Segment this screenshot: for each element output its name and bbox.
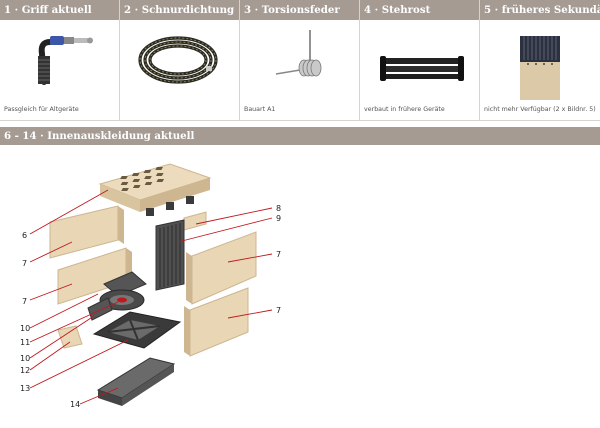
exploded-diagram: 6 7 7 8 9 7 7 10 11 10 12 13 14	[20, 163, 281, 409]
brick-bottom-small	[57, 325, 83, 349]
part-cell-5[interactable]: 5 · früheres Sekundärteil nicht mehr Ver…	[480, 0, 600, 120]
callout-7b: 7	[22, 297, 27, 306]
callout-13: 13	[20, 384, 30, 393]
torsion-spring-icon	[275, 30, 322, 77]
brick-top-baffle	[98, 163, 212, 216]
iron-grate-frame	[92, 311, 182, 349]
handle-icon	[38, 36, 93, 85]
part-caption-4: verbaut in frühere Geräte	[364, 106, 445, 113]
part-title-4: 4 · Stehrost	[360, 0, 479, 20]
callout-11: 11	[20, 338, 30, 347]
part-cell-2[interactable]: 2 · Schnurdichtung	[120, 0, 240, 120]
ash-pan	[96, 357, 176, 406]
part-caption-1: Passgleich für Altgeräte	[4, 106, 79, 113]
callout-10a: 10	[20, 324, 30, 333]
section-title: 6 - 14 · Innenauskleidung aktuell	[0, 127, 600, 145]
parts-grid: 1 · Griff aktuell Passgleich für Altgerä…	[0, 0, 600, 120]
callout-10b: 10	[20, 354, 30, 363]
brick-side-right-lower	[184, 287, 249, 357]
brick-side-left-upper	[49, 205, 124, 259]
secondary-part-icon	[520, 36, 560, 100]
callout-14: 14	[70, 400, 80, 409]
leader-lines	[29, 189, 273, 405]
iron-back-plate	[155, 219, 185, 291]
part-cell-1[interactable]: 1 · Griff aktuell Passgleich für Altgerä…	[0, 0, 120, 120]
part-caption-3: Bauart A1	[244, 106, 276, 113]
callout-12: 12	[20, 366, 30, 375]
part-caption-5: nicht mehr Verfügbar (2 x Bildnr. 5)	[484, 106, 596, 113]
part-title-5: 5 · früheres Sekundärteil	[480, 0, 600, 20]
callout-7d: 7	[276, 306, 281, 315]
part-title-1: 1 · Griff aktuell	[0, 0, 119, 20]
callout-6: 6	[22, 231, 27, 240]
brick-small	[183, 211, 207, 231]
part-title-3: 3 · Torsionsfeder	[240, 0, 359, 20]
part-title-2: 2 · Schnurdichtung	[120, 0, 239, 20]
part-cell-3[interactable]: 3 · Torsionsfeder Bauart A1	[240, 0, 360, 120]
callout-7c: 7	[276, 250, 281, 259]
rope-seal-icon	[138, 36, 218, 84]
callout-7a: 7	[22, 259, 27, 268]
callout-8: 8	[276, 204, 281, 213]
grid-divider	[0, 120, 600, 121]
standing-grate-icon	[380, 56, 464, 81]
part-cell-4[interactable]: 4 · Stehrost verbaut in frühere Geräte	[360, 0, 480, 120]
callout-9: 9	[276, 214, 281, 223]
brick-side-right-upper	[186, 231, 257, 305]
